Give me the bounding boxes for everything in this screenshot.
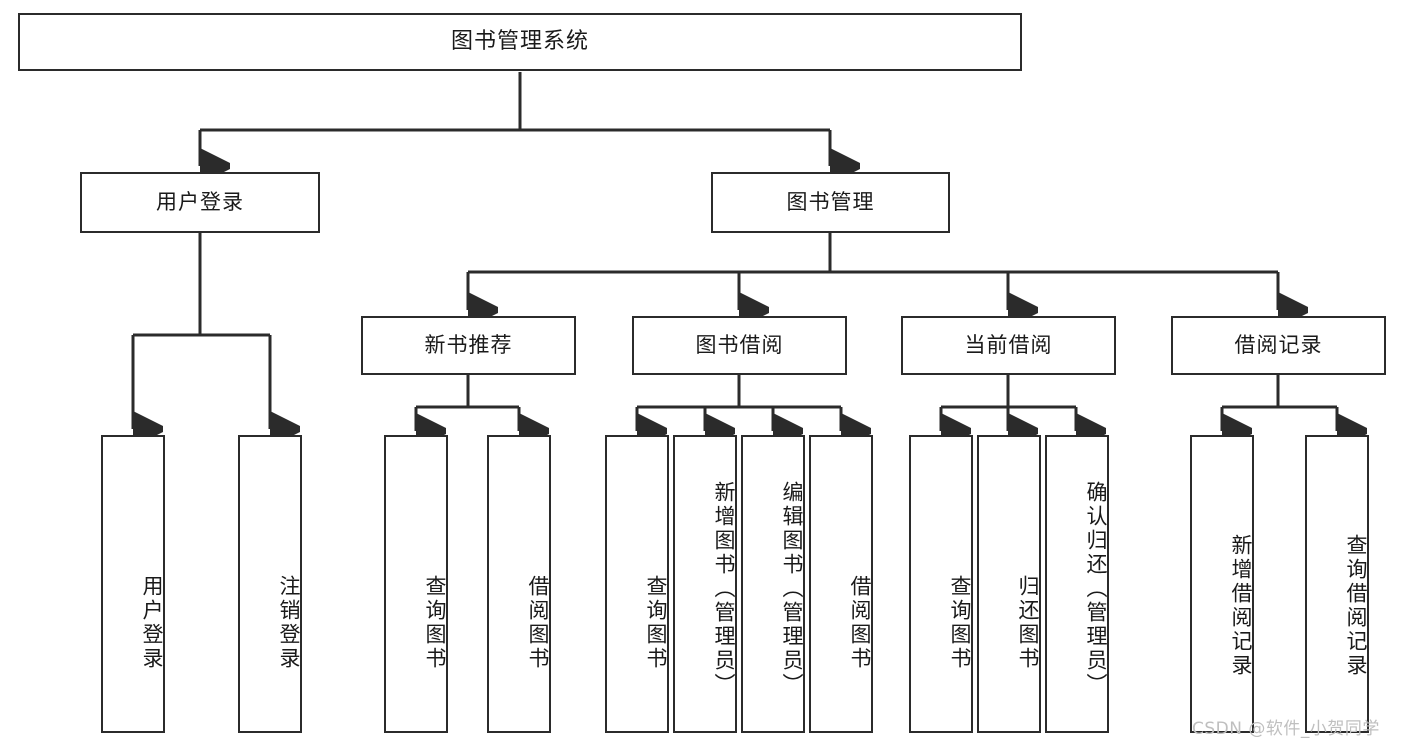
node-label: 新增借阅记录	[1229, 534, 1253, 678]
node-new-book-recommendation[interactable]: 新书推荐	[361, 316, 576, 375]
node-label: 编辑图书（管理员）	[780, 481, 804, 697]
node-label: 图书管理	[786, 189, 875, 214]
node-label: 新增图书（管理员）	[712, 481, 736, 697]
leaf-current-return-book[interactable]: 归还图书	[977, 435, 1041, 733]
csdn-watermark: CSDN @软件_小贺同学	[1192, 719, 1380, 739]
node-label: 查询图书	[948, 575, 972, 671]
leaf-current-query-book[interactable]: 查询图书	[909, 435, 973, 733]
leaf-recommend-query-book[interactable]: 查询图书	[384, 435, 448, 733]
node-label: 用户登录	[156, 189, 244, 214]
node-book-management[interactable]: 图书管理	[711, 172, 950, 233]
node-borrowing-record[interactable]: 借阅记录	[1171, 316, 1386, 375]
node-current-borrowing[interactable]: 当前借阅	[901, 316, 1116, 375]
node-book-borrowing[interactable]: 图书借阅	[632, 316, 847, 375]
node-label: 图书管理系统	[450, 28, 589, 54]
node-label: 查询图书	[644, 575, 668, 671]
leaf-borrow-query-book[interactable]: 查询图书	[605, 435, 669, 733]
leaf-user-logout[interactable]: 注销登录	[238, 435, 302, 733]
node-label: 归还图书	[1016, 575, 1040, 671]
leaf-recommend-borrow-book[interactable]: 借阅图书	[487, 435, 551, 733]
leaf-record-query-borrow-record[interactable]: 查询借阅记录	[1305, 435, 1369, 733]
node-label: 借阅图书	[848, 575, 872, 671]
leaf-borrow-edit-book-admin[interactable]: 编辑图书（管理员）	[741, 435, 805, 733]
leaf-borrow-do-borrow-book[interactable]: 借阅图书	[809, 435, 873, 733]
node-label: 确认归还（管理员）	[1084, 481, 1108, 697]
node-label: 注销登录	[277, 575, 301, 671]
node-label: 用户登录	[140, 575, 164, 671]
node-label: 当前借阅	[964, 332, 1053, 357]
leaf-current-confirm-return-admin[interactable]: 确认归还（管理员）	[1045, 435, 1109, 733]
leaf-user-login[interactable]: 用户登录	[101, 435, 165, 733]
node-label: 图书借阅	[695, 332, 784, 357]
node-root-book-management-system[interactable]: 图书管理系统	[18, 13, 1022, 71]
node-label: 借阅图书	[526, 575, 550, 671]
node-label: 查询借阅记录	[1344, 534, 1368, 678]
leaf-record-add-borrow-record[interactable]: 新增借阅记录	[1190, 435, 1254, 733]
node-label: 借阅记录	[1234, 332, 1323, 357]
leaf-borrow-add-book-admin[interactable]: 新增图书（管理员）	[673, 435, 737, 733]
node-user-login[interactable]: 用户登录	[80, 172, 320, 233]
node-label: 新书推荐	[424, 332, 513, 357]
node-label: 查询图书	[423, 575, 447, 671]
